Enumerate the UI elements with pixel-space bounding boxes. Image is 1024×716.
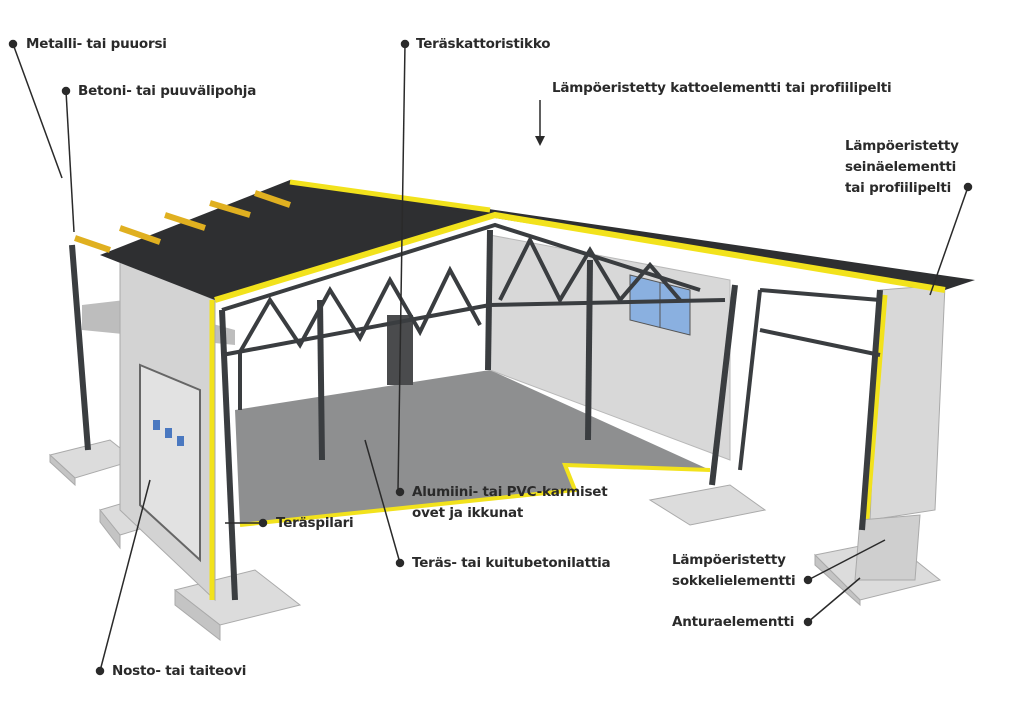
label-roof-truss: Teräskattoristikko (416, 36, 551, 52)
label-line: sokkelielementti (672, 573, 796, 589)
label-footing: Anturaelementti (672, 614, 795, 630)
label-door: Nosto- tai taiteovi (112, 663, 247, 679)
label-line: Lämpöeristetty (845, 138, 959, 154)
label-roof-element: Lämpöeristetty kattoelementti tai profii… (552, 80, 892, 96)
right-wall (854, 284, 946, 581)
left-wall (119, 259, 216, 602)
label-floor: Teräs- tai kuitubetonilattia (412, 555, 611, 571)
label-plinth: Lämpöeristetty sokkelielementti (672, 550, 796, 592)
label-line: seinäelementti (845, 159, 957, 175)
roof (74, 179, 975, 303)
label-line: Alumiini- tai PVC-karmiset (412, 484, 608, 500)
label-steel-column: Teräspilari (276, 515, 354, 531)
label-line: ovet ja ikkunat (412, 505, 524, 521)
floor-slab (235, 370, 711, 527)
label-wall-element: Lämpöeristetty seinäelementti tai profii… (845, 136, 959, 199)
leader-lines (8, 39, 973, 676)
label-frames: Alumiini- tai PVC-karmiset ovet ja ikkun… (412, 482, 608, 524)
label-line: tai profiilipelti (845, 180, 951, 196)
roof-truss (221, 222, 881, 471)
label-intermediate-floor: Betoni- tai puuvälipohja (78, 83, 257, 99)
label-line: Lämpöeristetty (672, 552, 786, 568)
steel-frame (69, 229, 883, 601)
label-purlin: Metalli- tai puuorsi (26, 36, 167, 52)
